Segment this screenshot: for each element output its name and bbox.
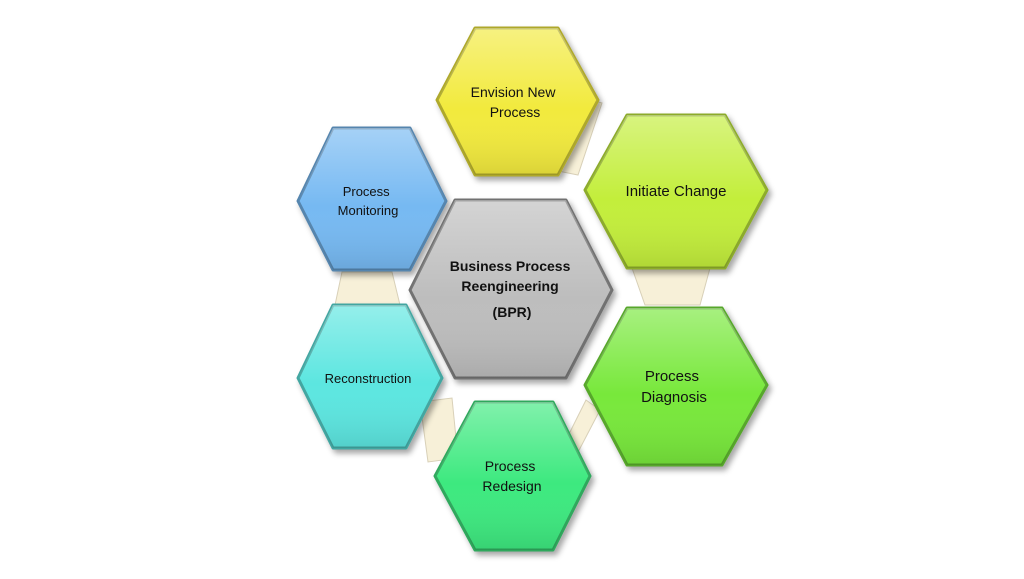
hex-diagnosis: Process Diagnosis [583,306,769,467]
hex-envision-label: Envision New Process [471,84,560,120]
hex-monitoring: Process Monitoring [296,126,448,272]
hex-reconstruction-label: Reconstruction [325,371,412,386]
center-title: Business Process Reengineering (BPR) [450,258,575,320]
hex-initiate: Initiate Change [583,113,769,270]
hex-envision: Envision New Process [435,26,600,177]
hex-monitoring-sheen [298,128,446,270]
hex-initiate-sheen [585,115,767,268]
hex-redesign: Process Redesign [433,400,592,552]
hex-redesign-sheen [435,402,590,550]
hex-diagnosis-label: Process Diagnosis [641,368,707,406]
connector-reconstruction-monitoring [334,271,401,306]
hex-monitoring-label: Process Monitoring [338,184,399,218]
hex-center-sheen [410,200,612,378]
connector-initiate-diagnosis [631,267,711,306]
hex-envision-sheen [437,28,598,175]
hex-reconstruction: Reconstruction [296,303,444,450]
hex-center-bpr: Business Process Reengineering (BPR) [408,198,614,380]
hex-initiate-label: Initiate Change [626,183,727,200]
hex-reconstruction-sheen [298,305,442,448]
hex-diagnosis-sheen [585,308,767,465]
hex-redesign-label: Process Redesign [482,458,541,494]
